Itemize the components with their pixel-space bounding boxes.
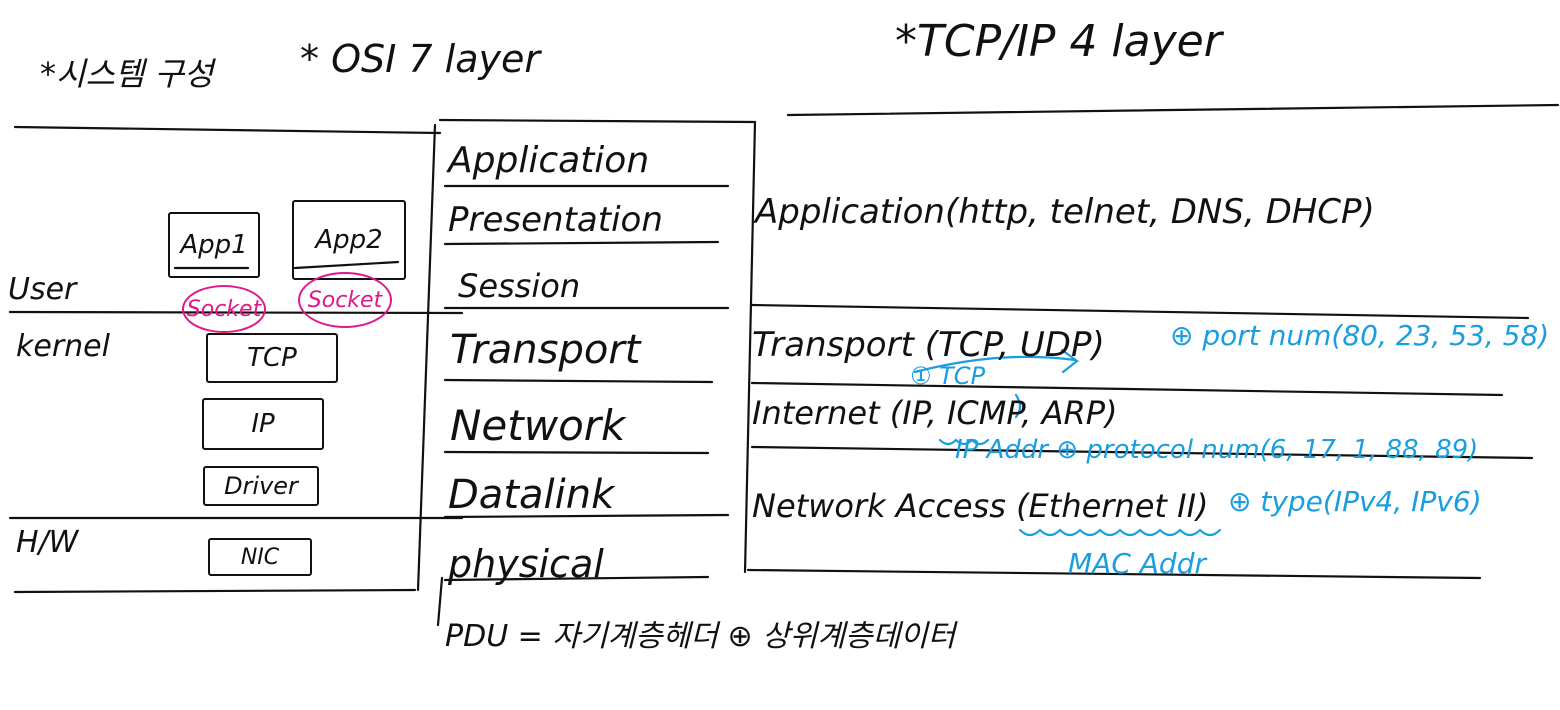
socket1-ring: Socket bbox=[182, 285, 266, 333]
app2-label: App2 bbox=[315, 225, 383, 255]
osi-rule-7 bbox=[443, 575, 710, 582]
socket2-label: Socket bbox=[307, 287, 383, 313]
osi-layer-network: Network bbox=[450, 401, 626, 450]
driver-box: Driver bbox=[203, 466, 319, 506]
tcpip-layer-application: Application(http, telnet, DNS, DHCP) bbox=[755, 192, 1375, 232]
left-column-divider bbox=[416, 123, 437, 592]
tcpip-heading: *TCP/IP 4 layer bbox=[895, 16, 1222, 67]
user-label: User bbox=[8, 272, 77, 307]
left-bottom-rule bbox=[13, 588, 417, 594]
app1-label: App1 bbox=[180, 230, 248, 260]
app2-box: App2 bbox=[292, 200, 406, 280]
network-access-mac-note: MAC Addr bbox=[1068, 547, 1206, 580]
ip-box: IP bbox=[202, 398, 324, 450]
osi-heading: * OSI 7 layer bbox=[300, 37, 540, 81]
network-access-type-note: ⊕ type(IPv4, IPv6) bbox=[1228, 485, 1482, 518]
osi-left-tail bbox=[436, 576, 444, 627]
osi-layer-datalink: Datalink bbox=[448, 472, 615, 518]
osi-rule-2 bbox=[443, 240, 720, 246]
tcpip-layer-transport: Transport (TCP, UDP) bbox=[752, 325, 1105, 365]
tcp-label: TCP bbox=[247, 343, 297, 373]
ethernet-squiggle bbox=[1018, 528, 1222, 537]
transport-port-note: ⊕ port num(80, 23, 53, 58) bbox=[1170, 319, 1550, 352]
tcpip-rule-2 bbox=[750, 381, 1504, 397]
system-heading: *시스템 구성 bbox=[40, 55, 214, 93]
osi-layer-physical: physical bbox=[448, 542, 604, 586]
socket2-ring: Socket bbox=[298, 272, 392, 328]
tcp-box: TCP bbox=[206, 333, 338, 383]
osi-layer-transport: Transport bbox=[450, 327, 641, 373]
osi-rule-4 bbox=[443, 378, 714, 384]
kernel-label: kernel bbox=[16, 329, 110, 364]
right-top-rule bbox=[786, 103, 1560, 117]
osi-layer-presentation: Presentation bbox=[448, 200, 663, 240]
ip-label: IP bbox=[251, 409, 275, 439]
internet-protocol-note: IP Addr ⊕ protocol num(6, 17, 1, 88, 89) bbox=[955, 435, 1479, 465]
tcpip-layer-network-access: Network Access (Ethernet II) bbox=[752, 487, 1209, 525]
nic-label: NIC bbox=[240, 544, 280, 570]
app1-box: App1 bbox=[168, 212, 260, 278]
osi-rule-5 bbox=[443, 450, 710, 455]
pdu-note: PDU = 자기계층헤더 ⊕ 상위계층데이터 bbox=[445, 619, 956, 654]
socket1-label: Socket bbox=[186, 296, 262, 322]
transport-annotation-arrow bbox=[913, 355, 1077, 374]
app2-underline bbox=[293, 260, 400, 270]
osi-layer-application: Application bbox=[448, 140, 650, 181]
transport-sub-note: ① TCP bbox=[910, 362, 986, 390]
left-top-rule bbox=[13, 125, 442, 135]
tcpip-layer-internet: Internet (IP, ICMP, ARP) bbox=[752, 394, 1118, 432]
hw-label: H/W bbox=[16, 525, 79, 560]
tcpip-rule-1 bbox=[750, 303, 1530, 320]
tcpip-bottom-rule bbox=[746, 568, 1482, 580]
osi-top-border bbox=[438, 118, 757, 124]
osi-rule-6 bbox=[443, 513, 730, 519]
transport-arrow-head bbox=[1060, 348, 1079, 374]
ip-squiggle bbox=[938, 438, 990, 446]
osi-layer-session: Session bbox=[458, 267, 581, 305]
tcpip-rule-3 bbox=[750, 445, 1534, 460]
osi-right-border bbox=[743, 120, 757, 574]
nic-box: NIC bbox=[208, 538, 312, 576]
driver-label: Driver bbox=[224, 472, 298, 500]
ip-tick bbox=[1014, 393, 1022, 419]
